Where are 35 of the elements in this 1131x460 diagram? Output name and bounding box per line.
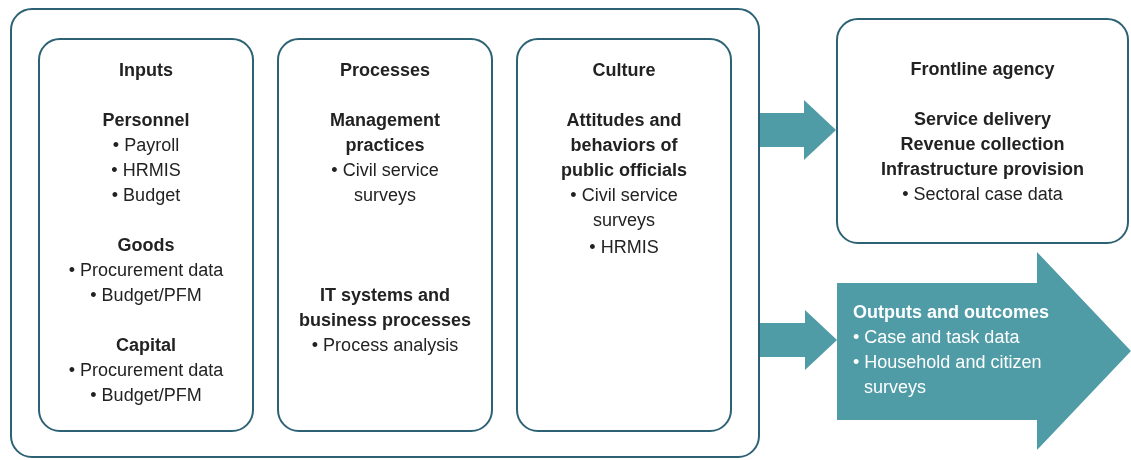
- bullet-item: • Budget: [110, 184, 182, 207]
- category-heading: Service delivery: [912, 108, 1053, 131]
- bullet-item: • Payroll: [111, 134, 181, 157]
- bullet-item: • Budget/PFM: [89, 284, 203, 307]
- category-heading: Personnel: [101, 109, 191, 132]
- block-arrow: [760, 310, 837, 370]
- panel-heading: Culture: [591, 59, 657, 82]
- bullet-item: • HRMIS: [588, 236, 660, 259]
- bullet-item: • Procurement data: [67, 359, 225, 382]
- bullet-item: • Civil service surveys: [569, 184, 679, 232]
- bullet-item: • Case and task data: [853, 326, 1021, 349]
- panel-heading: Frontline agency: [909, 58, 1056, 81]
- category-heading: Attitudes and behaviors of public officials: [560, 109, 688, 182]
- category-heading: Capital: [115, 334, 177, 357]
- bullet-item: • Sectoral case data: [901, 183, 1064, 206]
- panel-heading: Outputs and outcomes: [853, 301, 1050, 324]
- category-heading: Revenue collection: [899, 133, 1066, 156]
- bullet-item: • Budget/PFM: [89, 384, 203, 407]
- bullet-item: • Process analysis: [310, 334, 460, 357]
- panel-heading: Inputs: [118, 59, 174, 82]
- category-panel: [277, 38, 493, 432]
- panel-heading: Processes: [338, 59, 432, 82]
- bullet-item: • Civil service surveys: [330, 159, 440, 207]
- outer-panel: [10, 8, 760, 458]
- category-panel: [516, 38, 732, 432]
- bullet-item: • HRMIS: [110, 159, 182, 182]
- category-heading: Management practices: [329, 109, 441, 157]
- category-panel: [38, 38, 254, 432]
- category-heading: Goods: [116, 234, 176, 257]
- bullet-item: • Procurement data: [67, 259, 225, 282]
- category-heading: Infrastructure provision: [879, 158, 1085, 181]
- block-arrow: [760, 100, 836, 160]
- frontline-panel: [836, 18, 1129, 244]
- category-heading: IT systems and business processes: [297, 284, 473, 332]
- bullet-item: • Household and citizen surveys: [853, 351, 1043, 399]
